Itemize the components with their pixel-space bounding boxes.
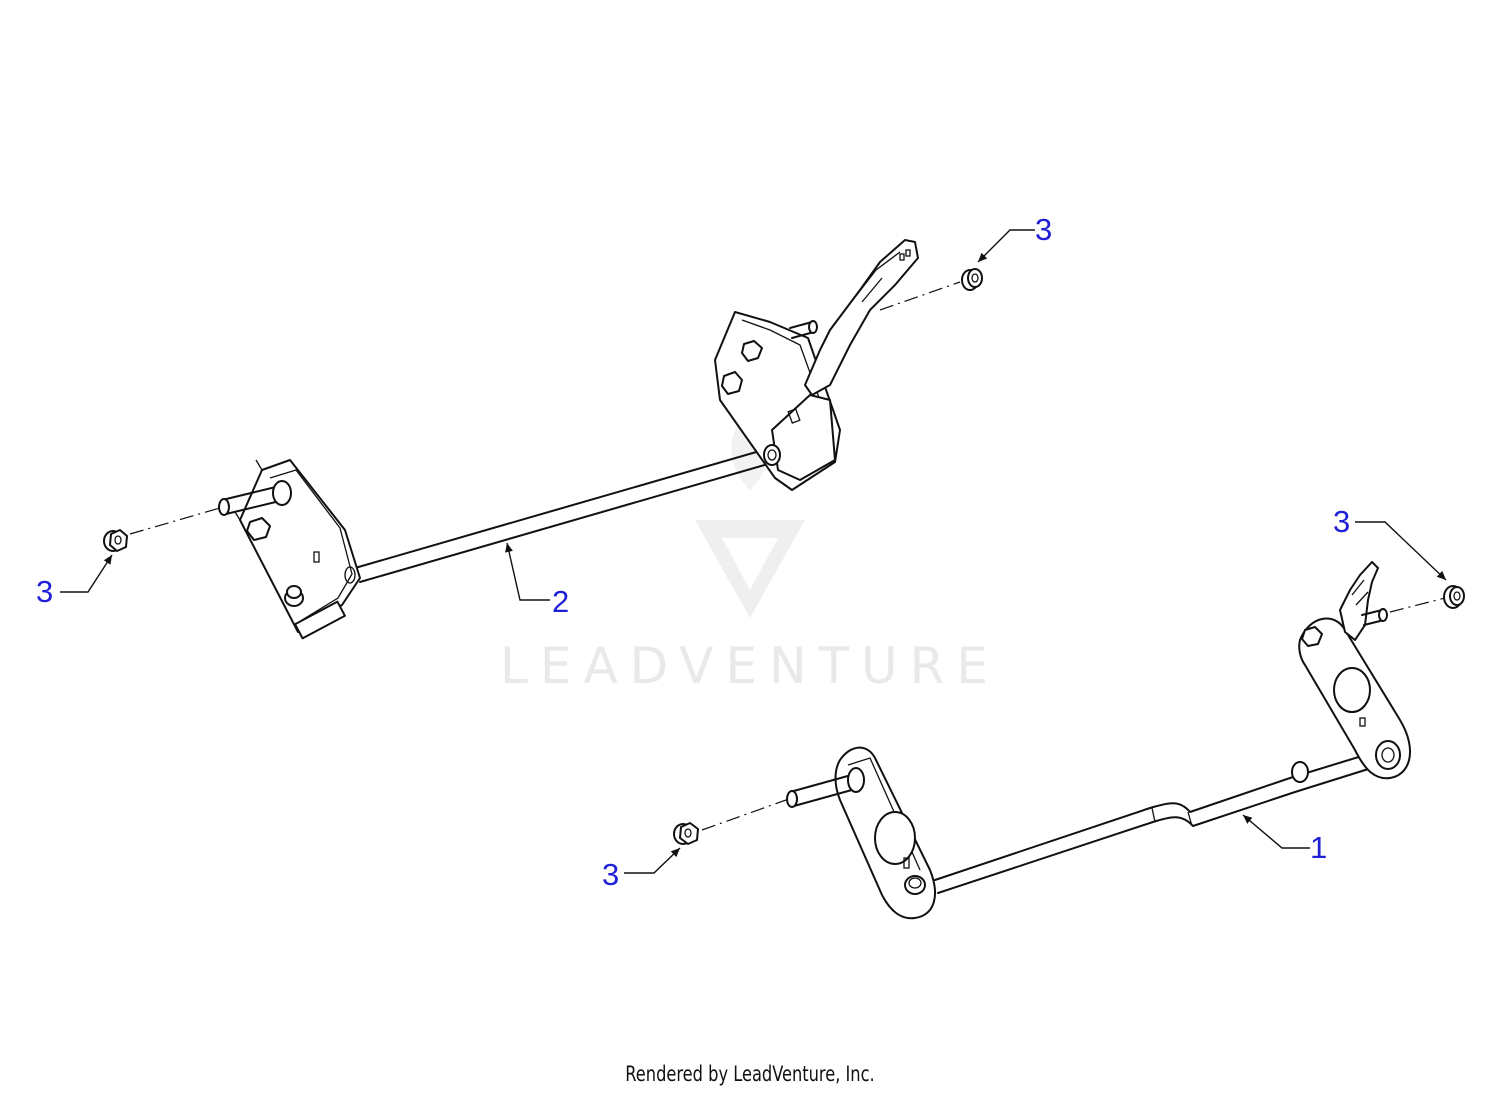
- callout-part-3-right: 3: [1333, 504, 1350, 539]
- flange-nut-left: [103, 529, 128, 552]
- callout-part-1: 1: [1310, 830, 1327, 865]
- callout-part-3-top-right: 3: [1035, 212, 1052, 247]
- callout-part-2: 2: [552, 584, 569, 619]
- callout-leaders: [60, 229, 1447, 874]
- left-bracket-plate: [239, 459, 361, 633]
- callout-part-3-left: 3: [36, 574, 53, 609]
- flange-nut-top-right: [961, 268, 983, 291]
- watermark-text: LEADVENTURE: [500, 637, 1000, 695]
- center-lines: [129, 281, 1446, 831]
- flange-nut-bottom: [673, 822, 699, 845]
- callout-part-3-bottom: 3: [602, 857, 619, 892]
- part-2-shaft-assembly: [218, 239, 919, 640]
- part-1-shaft-assembly: [786, 561, 1412, 920]
- flange-nut-right: [1443, 585, 1465, 609]
- lever-arm: [804, 239, 919, 396]
- footer-credit: Rendered by LeadVenture, Inc.: [625, 1062, 875, 1086]
